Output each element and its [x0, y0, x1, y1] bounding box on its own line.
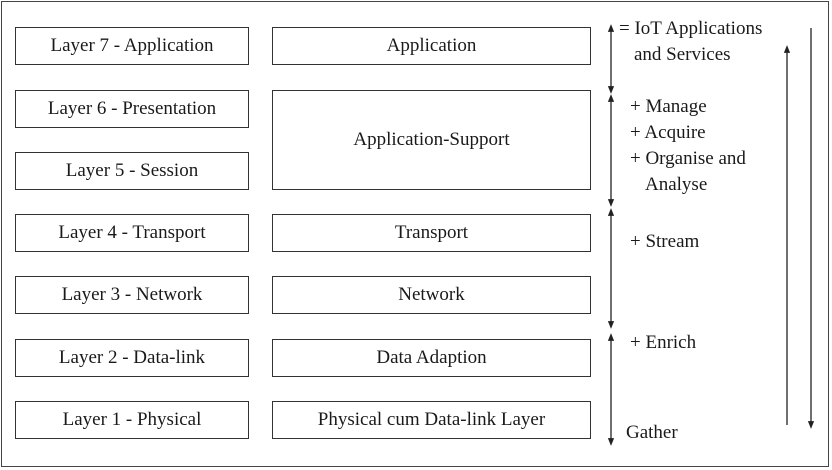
annotation-organise: + Organise and — [630, 148, 746, 169]
annotation-iot-applications-line-2: and Services — [634, 44, 731, 65]
osi-layer-5: Layer 5 - Session — [15, 152, 249, 190]
iot-physical-layer: Physical cum Data-link Layer — [272, 401, 591, 439]
iot-data-adaption-label: Data Adaption — [376, 347, 487, 368]
osi-layer-5-label: Layer 5 - Session — [65, 160, 199, 181]
iot-application-label: Application — [386, 35, 477, 56]
annotation-iot-applications-line-1: = IoT Applications — [619, 18, 763, 39]
iot-application-support-layer: Application-Support — [272, 90, 591, 190]
annotation-gather: Gather — [626, 422, 678, 443]
iot-data-adaption-layer: Data Adaption — [272, 339, 591, 377]
osi-layer-4: Layer 4 - Transport — [15, 214, 249, 252]
iot-transport-layer: Transport — [272, 214, 591, 252]
annotation-stream: + Stream — [630, 231, 700, 252]
iot-application-layer: Application — [272, 27, 591, 65]
osi-layer-3: Layer 3 - Network — [15, 276, 249, 314]
annotation-support-functions: + Manage + Acquire + Organise and Analys… — [630, 94, 746, 198]
osi-layer-3-label: Layer 3 - Network — [61, 284, 203, 305]
osi-layer-2: Layer 2 - Data-link — [15, 339, 249, 377]
osi-layer-2-label: Layer 2 - Data-link — [58, 347, 206, 368]
iot-physical-label: Physical cum Data-link Layer — [317, 409, 546, 430]
iot-network-label: Network — [398, 284, 465, 305]
annotation-iot-applications: = IoT Applications and Services — [619, 16, 762, 68]
osi-layer-1-label: Layer 1 - Physical — [62, 409, 202, 430]
iot-network-layer: Network — [272, 276, 591, 314]
annotation-enrich: + Enrich — [630, 332, 697, 353]
osi-layer-1: Layer 1 - Physical — [15, 401, 249, 439]
osi-layer-7: Layer 7 - Application — [15, 27, 249, 65]
osi-layer-4-label: Layer 4 - Transport — [58, 222, 206, 243]
annotation-acquire: + Acquire — [630, 122, 706, 143]
osi-layer-6: Layer 6 - Presentation — [15, 90, 249, 128]
annotation-manage: + Manage — [630, 96, 707, 117]
iot-application-support-label: Application-Support — [353, 129, 510, 150]
osi-layer-6-label: Layer 6 - Presentation — [47, 98, 217, 119]
iot-transport-label: Transport — [394, 222, 469, 243]
osi-layer-7-label: Layer 7 - Application — [50, 35, 214, 56]
annotation-analyse: Analyse — [645, 174, 708, 195]
